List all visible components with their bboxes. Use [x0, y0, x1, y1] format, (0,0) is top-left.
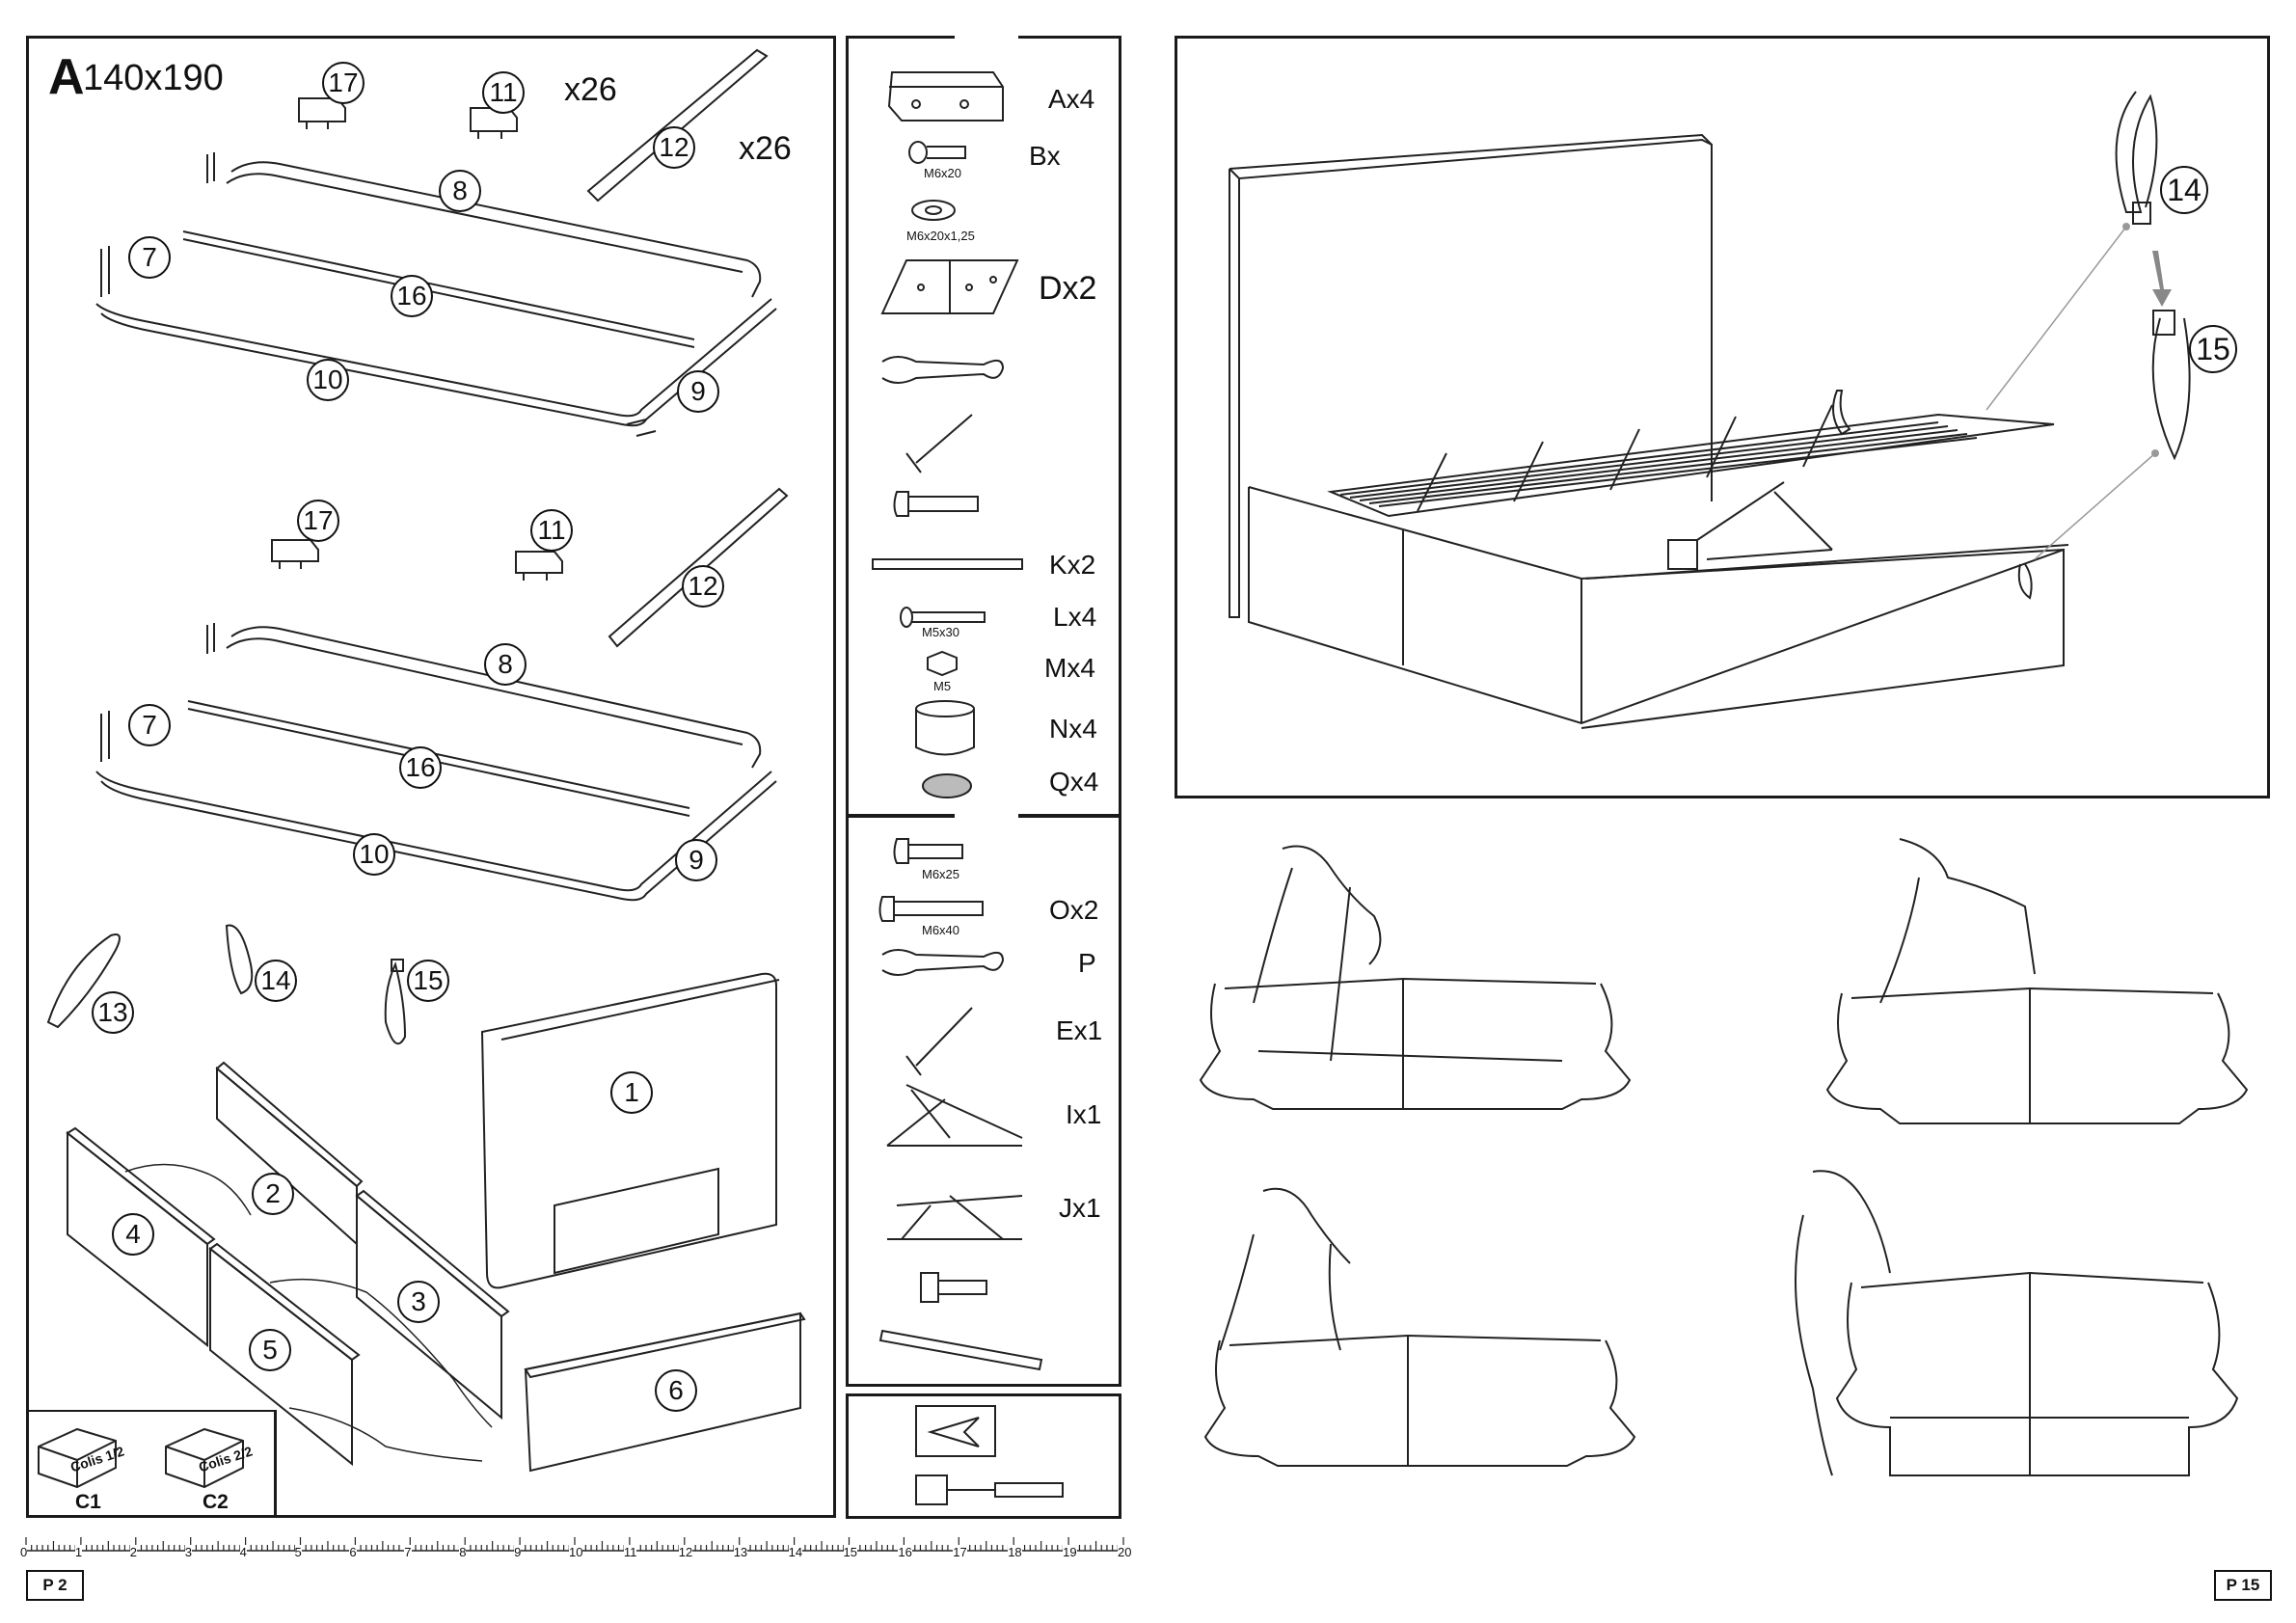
page-number: P 15 — [2214, 1570, 2272, 1601]
